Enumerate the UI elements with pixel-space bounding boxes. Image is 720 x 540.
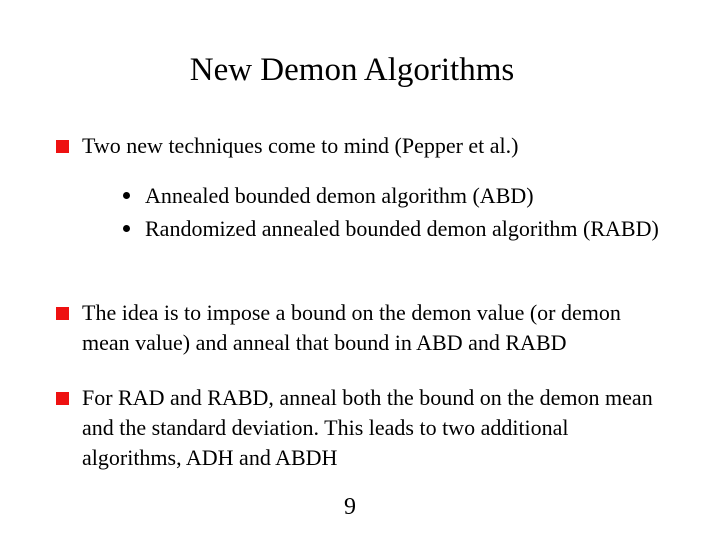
dot-bullet-icon: [123, 192, 130, 199]
sub-bullet-item: Randomized annealed bounded demon algori…: [123, 214, 660, 244]
dot-bullet-icon: [123, 225, 130, 232]
sub-bullet-text: Randomized annealed bounded demon algori…: [145, 216, 659, 241]
red-square-bullet-icon: [56, 140, 69, 153]
sub-bullet-item: Annealed bounded demon algorithm (ABD): [123, 181, 660, 211]
bullet-item: Two new techniques come to mind (Pepper …: [56, 131, 667, 161]
bullet-text: Two new techniques come to mind (Pepper …: [82, 133, 519, 158]
bullet-text: For RAD and RABD, anneal both the bound …: [82, 385, 653, 470]
sub-bullet-text: Annealed bounded demon algorithm (ABD): [145, 183, 534, 208]
red-square-bullet-icon: [56, 392, 69, 405]
bullet-item: The idea is to impose a bound on the dem…: [56, 298, 667, 358]
page-number: 9: [344, 494, 356, 520]
slide-title: New Demon Algorithms: [189, 52, 515, 88]
sub-bullet-list: Annealed bounded demon algorithm (ABD) R…: [123, 181, 660, 247]
bullet-text: The idea is to impose a bound on the dem…: [82, 300, 621, 355]
bullet-item: For RAD and RABD, anneal both the bound …: [56, 383, 667, 473]
red-square-bullet-icon: [56, 307, 69, 320]
